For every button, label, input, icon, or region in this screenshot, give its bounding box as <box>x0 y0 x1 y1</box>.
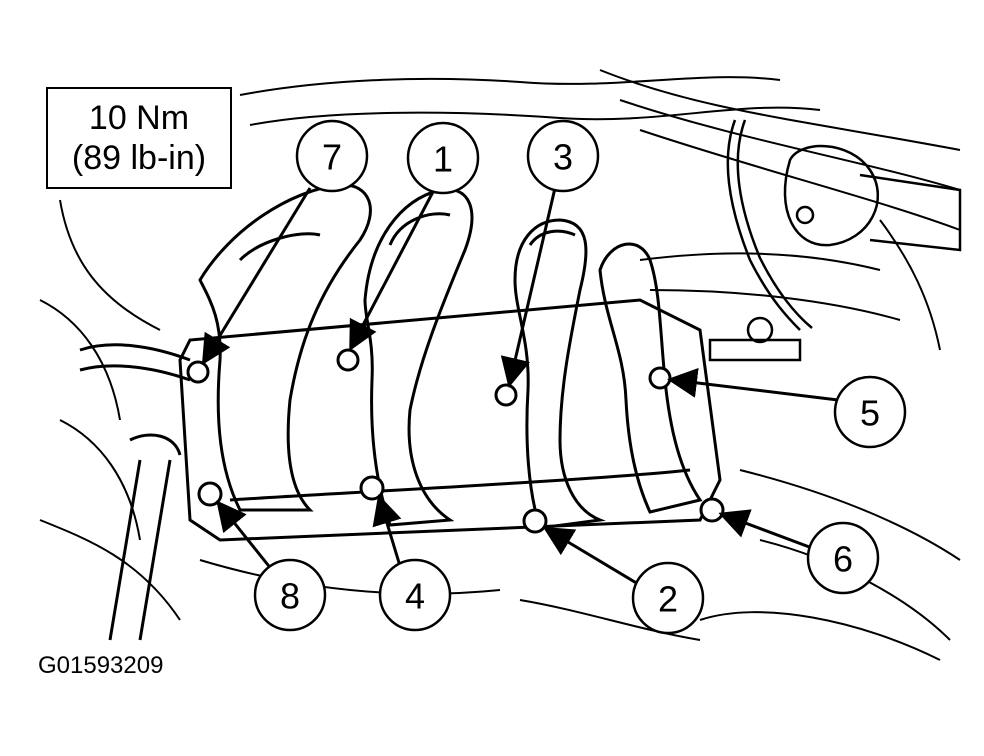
callout-labels: 7 1 3 5 8 4 2 6 <box>280 137 880 620</box>
callout-label-5: 5 <box>860 393 880 434</box>
callout-4 <box>378 558 452 632</box>
manifold-flange <box>178 298 722 542</box>
leader-5 <box>667 367 839 402</box>
callouts <box>253 119 907 635</box>
runner-4 <box>598 242 703 514</box>
engine-background-lines <box>39 69 961 661</box>
callout-3 <box>526 119 600 193</box>
bolt-2 <box>522 508 548 534</box>
leader-1 <box>349 187 437 352</box>
callout-label-2: 2 <box>658 579 678 620</box>
bolt-5 <box>648 366 672 390</box>
callout-label-8: 8 <box>280 576 300 617</box>
bolt-4 <box>359 475 385 501</box>
callout-7 <box>295 119 369 193</box>
runner-1 <box>198 183 372 512</box>
runner-2 <box>363 187 474 527</box>
hoses <box>79 343 191 641</box>
runner-3 <box>513 218 606 530</box>
torque-imperial: (89 lb-in) <box>71 139 207 177</box>
leader-6 <box>718 509 813 550</box>
callout-label-3: 3 <box>553 137 573 178</box>
bolt-6 <box>699 497 725 523</box>
bolts <box>186 348 725 534</box>
bolt-3 <box>494 383 518 407</box>
leader-3 <box>500 187 557 388</box>
torque-metric: 10 Nm <box>88 99 190 137</box>
bolt-7 <box>186 360 210 384</box>
callout-5 <box>833 375 907 449</box>
callout-label-7: 7 <box>322 137 342 178</box>
leader-8 <box>216 500 274 571</box>
sensor-cluster <box>708 119 962 362</box>
leader-4 <box>372 494 402 567</box>
bolt-1 <box>336 348 360 372</box>
callout-label-4: 4 <box>405 576 425 617</box>
callout-6 <box>806 521 880 595</box>
callout-2 <box>631 561 705 635</box>
callout-8 <box>253 558 327 632</box>
leader-lines <box>201 187 839 586</box>
torque-spec-box: 10 Nm (89 lb-in) <box>46 87 232 189</box>
leader-7 <box>201 187 312 366</box>
leader-2 <box>542 526 639 586</box>
callout-label-6: 6 <box>833 539 853 580</box>
bolt-8 <box>197 481 223 507</box>
callout-1 <box>406 121 480 195</box>
figure-code: G01593209 <box>38 652 164 679</box>
callout-label-1: 1 <box>433 139 453 180</box>
